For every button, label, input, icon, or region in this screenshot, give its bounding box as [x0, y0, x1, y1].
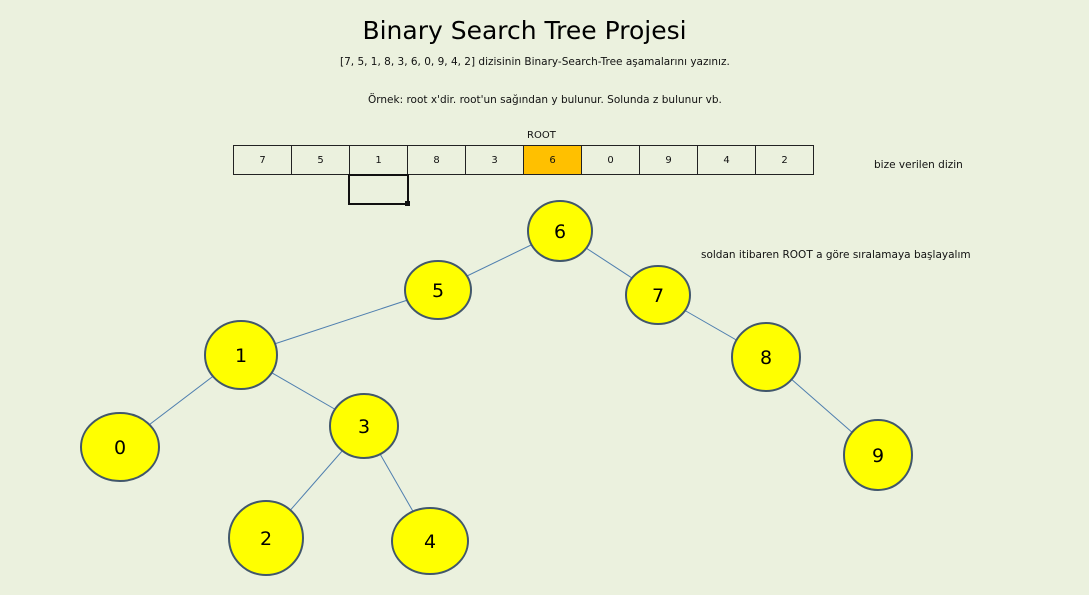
- node-label: 2: [260, 528, 272, 550]
- array-cell[interactable]: 9: [640, 146, 698, 174]
- example-text: Örnek: root x'dir. root'un sağından y bu…: [368, 94, 722, 106]
- tree-node-5[interactable]: 5: [404, 260, 472, 320]
- array-cell[interactable]: 5: [292, 146, 350, 174]
- instruction-note: soldan itibaren ROOT a göre sıralamaya b…: [701, 249, 971, 261]
- page-title: Binary Search Tree Projesi: [362, 16, 687, 45]
- node-label: 3: [358, 416, 370, 438]
- tree-node-9[interactable]: 9: [843, 419, 913, 491]
- node-label: 7: [652, 285, 664, 307]
- array-cell-root[interactable]: 6: [524, 146, 582, 174]
- tree-node-1[interactable]: 1: [204, 320, 278, 390]
- fill-handle[interactable]: [405, 201, 410, 206]
- node-label: 9: [872, 445, 884, 467]
- node-label: 6: [554, 221, 566, 243]
- tree-node-8[interactable]: 8: [731, 322, 801, 392]
- node-circle: [404, 260, 472, 320]
- tree-node-6[interactable]: 6: [527, 200, 593, 262]
- node-label: 5: [432, 280, 444, 302]
- tree-node-3[interactable]: 3: [329, 393, 399, 459]
- array-cell[interactable]: 0: [582, 146, 640, 174]
- node-label: 0: [114, 437, 126, 459]
- array-cell[interactable]: 8: [408, 146, 466, 174]
- array-cell[interactable]: 2: [756, 146, 814, 174]
- node-label: 8: [760, 347, 772, 369]
- tree-node-4[interactable]: 4: [391, 507, 469, 575]
- root-label: ROOT: [527, 130, 556, 141]
- node-circle: [527, 200, 593, 262]
- node-circle: [329, 393, 399, 459]
- node-circle: [731, 322, 801, 392]
- node-circle: [391, 507, 469, 575]
- tree-node-2[interactable]: 2: [228, 500, 304, 576]
- given-array-note: bize verilen dizin: [874, 159, 963, 171]
- array-cell[interactable]: 1: [350, 146, 408, 174]
- node-label: 1: [235, 345, 247, 367]
- tree-node-7[interactable]: 7: [625, 265, 691, 325]
- task-description: [7, 5, 1, 8, 3, 6, 0, 9, 4, 2] dizisinin…: [340, 56, 730, 68]
- node-circle: [204, 320, 278, 390]
- input-array: 7 5 1 8 3 6 0 9 4 2: [233, 145, 814, 175]
- selected-cell[interactable]: [348, 174, 409, 205]
- node-circle: [80, 412, 160, 482]
- node-circle: [228, 500, 304, 576]
- node-circle: [843, 419, 913, 491]
- node-circle: [625, 265, 691, 325]
- array-cell[interactable]: 4: [698, 146, 756, 174]
- node-label: 4: [424, 531, 436, 553]
- array-cell[interactable]: 3: [466, 146, 524, 174]
- array-cell[interactable]: 7: [234, 146, 292, 174]
- tree-node-0[interactable]: 0: [80, 412, 160, 482]
